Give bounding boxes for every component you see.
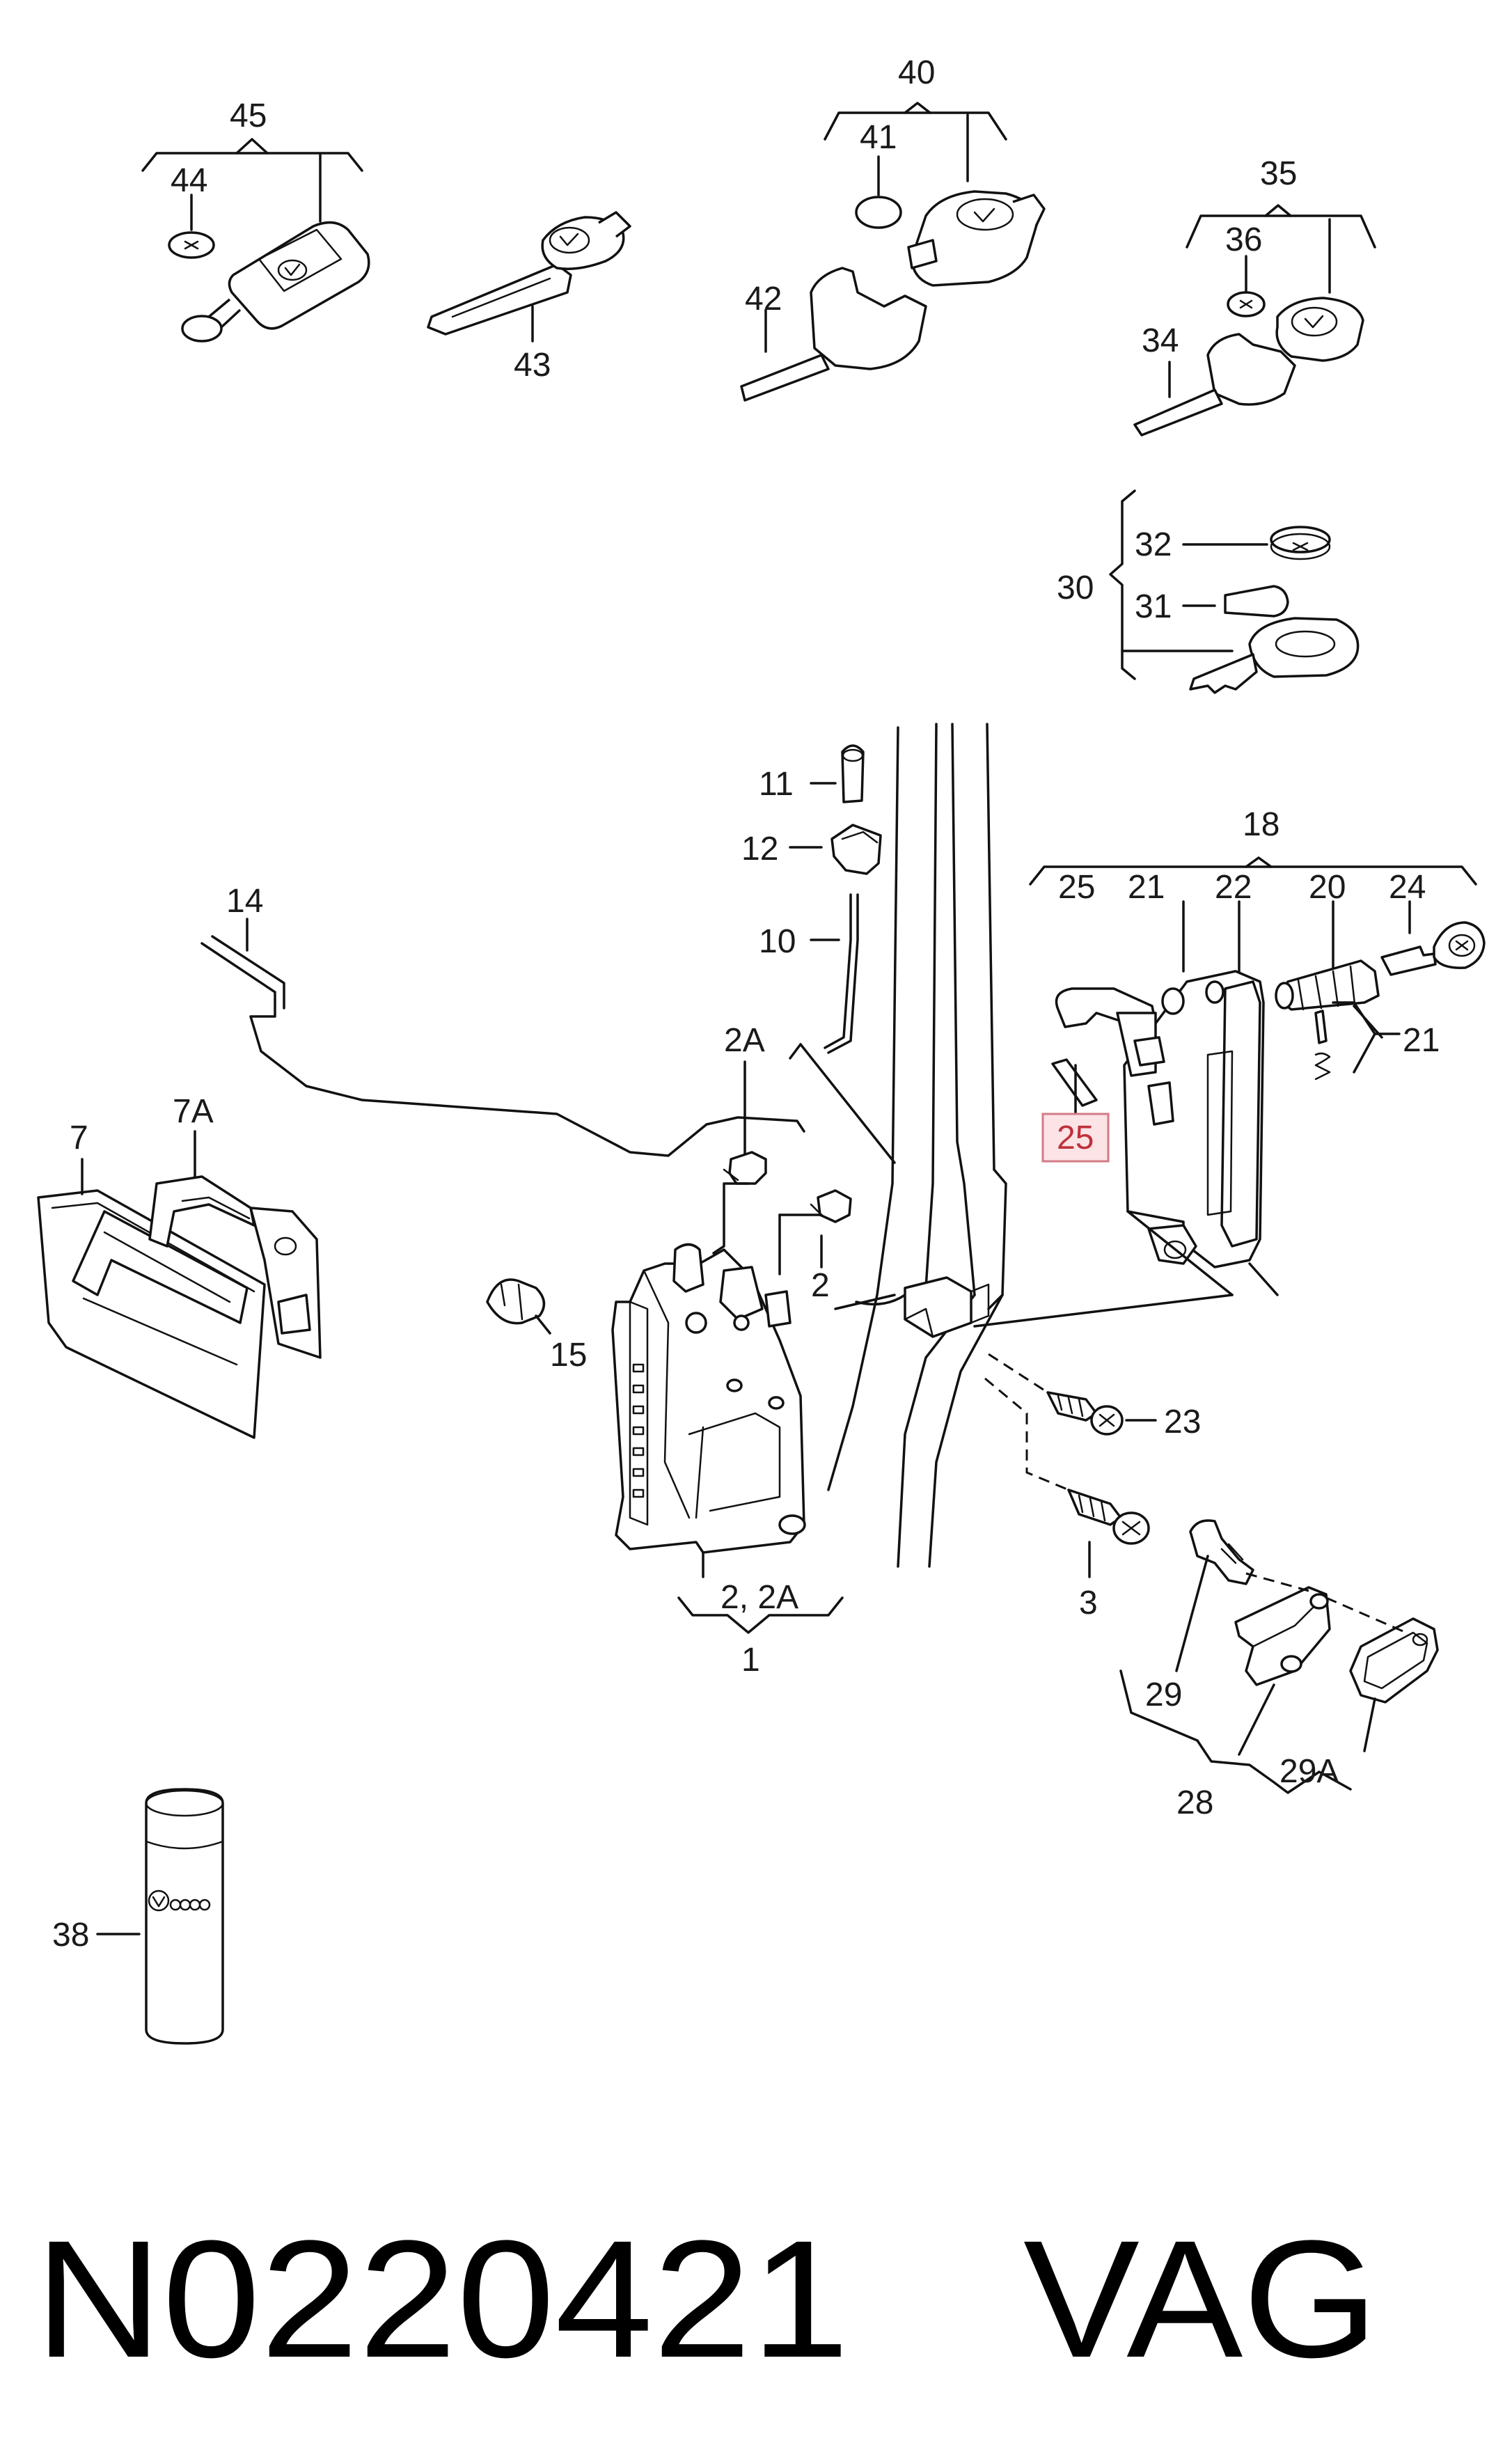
- callout-12: 12: [741, 831, 778, 867]
- callout-40: 40: [898, 54, 935, 91]
- rod-14: [200, 918, 805, 1157]
- key-group-40: [740, 102, 1046, 402]
- door-pillar: [789, 723, 1234, 1568]
- callout-42: 42: [745, 281, 782, 317]
- callout-23: 23: [1164, 1404, 1201, 1440]
- callout-2: 2: [811, 1267, 830, 1304]
- callout-35: 35: [1260, 155, 1297, 192]
- outer-handle-18: [1029, 856, 1477, 1296]
- key-group-30: [1109, 489, 1360, 694]
- callout-25-highlighted: 25: [1057, 1119, 1094, 1156]
- screw-3: [1067, 1488, 1150, 1578]
- highlight-box-25: [1041, 1113, 1110, 1163]
- callout-38: 38: [52, 1917, 89, 1954]
- callout-1: 1: [741, 1642, 760, 1679]
- callout-7: 7: [70, 1119, 88, 1156]
- callout-30: 30: [1057, 569, 1094, 606]
- callout-7A: 7A: [173, 1093, 214, 1130]
- guide-12: [789, 824, 882, 875]
- striker-28: [1119, 1519, 1439, 1794]
- screw-23: [1046, 1391, 1157, 1436]
- brand-name: VAG: [1023, 2206, 1378, 2392]
- guide-dashes: [984, 1353, 1069, 1491]
- clip-2: [778, 1189, 852, 1275]
- callout-21-side: 21: [1403, 1022, 1440, 1059]
- callout-21-top: 21: [1128, 869, 1165, 906]
- clip-2A: [712, 1060, 767, 1255]
- callout-labels: 45 44 43 40 41 42 35 36 34 32 31 30 11 1…: [52, 54, 1440, 1954]
- clip-15: [486, 1278, 551, 1335]
- interior-handle-7A: [148, 1130, 322, 1359]
- callout-28: 28: [1176, 1784, 1213, 1821]
- callout-3: 3: [1079, 1585, 1098, 1621]
- callout-15: 15: [550, 1337, 587, 1374]
- callout-29A: 29A: [1279, 1753, 1339, 1790]
- callout-2A: 2A: [724, 1022, 765, 1059]
- door-lock-1: [611, 1243, 844, 1634]
- spray-can-38: [96, 1788, 224, 2045]
- callout-43: 43: [514, 347, 551, 384]
- plunger-11: [810, 744, 865, 803]
- pin-25: [1051, 1058, 1098, 1115]
- callout-11: 11: [759, 766, 794, 803]
- tumblers-21: [1314, 1001, 1401, 1081]
- key-fob-45: [141, 138, 370, 343]
- callout-45: 45: [230, 97, 267, 134]
- callout-22: 22: [1215, 869, 1252, 906]
- callout-36: 36: [1225, 221, 1262, 258]
- callout-32: 32: [1135, 526, 1172, 563]
- lock-button-rod-10: [810, 893, 859, 1054]
- callout-41: 41: [860, 119, 897, 156]
- callout-29: 29: [1145, 1676, 1182, 1713]
- callout-34: 34: [1142, 322, 1179, 359]
- interior-handle-trim-7: [37, 1158, 266, 1439]
- callout-24: 24: [1389, 869, 1426, 906]
- callout-44: 44: [171, 162, 207, 199]
- callout-25-top: 25: [1058, 869, 1095, 906]
- key-blade-43: [427, 211, 631, 343]
- callout-20: 20: [1309, 869, 1346, 906]
- callout-10: 10: [759, 923, 796, 960]
- key-24: [1380, 921, 1486, 976]
- lock-cylinder-20: [1275, 959, 1380, 1011]
- key-group-35: [1133, 204, 1376, 437]
- callout-31: 31: [1135, 588, 1172, 625]
- callout-2-2A: 2, 2A: [720, 1579, 798, 1616]
- callout-18: 18: [1243, 806, 1279, 843]
- callout-14: 14: [226, 883, 263, 920]
- part-number: N0220421: [35, 2206, 849, 2392]
